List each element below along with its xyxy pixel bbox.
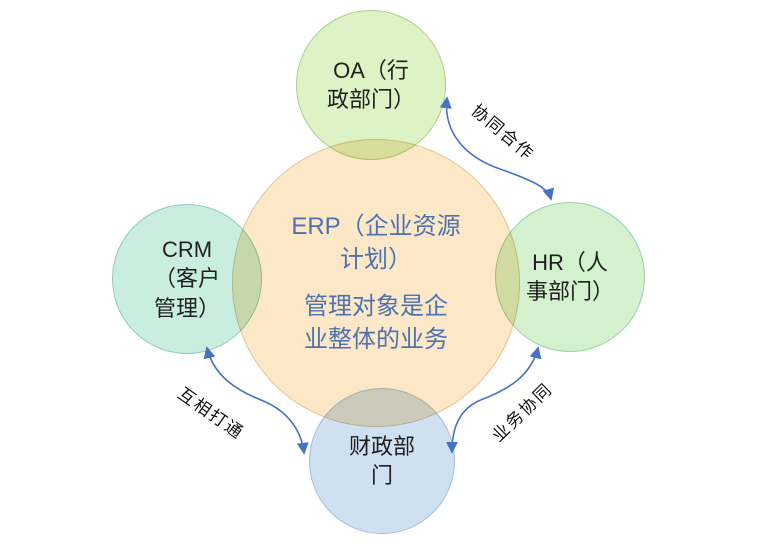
edge-label-oa-hr: 协同合作 [467, 100, 538, 165]
node-hr-label: HR（人 事部门） [525, 249, 614, 304]
erp-description: 管理对象是企 业整体的业务 [303, 292, 448, 353]
node-finance-circle: 财政部 门 [309, 388, 455, 534]
edge-label-crm-finance: 互相打通 [174, 384, 248, 444]
node-crm-circle: CRM （客户 管理） [112, 204, 262, 354]
node-erp-circle: ERP（企业资源 计划） 管理对象是企 业整体的业务 [232, 139, 520, 427]
node-finance-label: 财政部 门 [348, 433, 415, 488]
node-crm-label: CRM （客户 管理） [153, 237, 220, 321]
erp-text-block: ERP（企业资源 计划） 管理对象是企 业整体的业务 [291, 210, 460, 355]
node-oa-circle: OA（行 政部门） [296, 10, 446, 160]
node-oa-label: OA（行 政部门） [326, 57, 415, 112]
edge-label-hr-finance: 业务协同 [488, 379, 557, 446]
node-hr-circle: HR（人 事部门） [495, 202, 645, 352]
erp-title: ERP（企业资源 计划） [291, 213, 461, 274]
